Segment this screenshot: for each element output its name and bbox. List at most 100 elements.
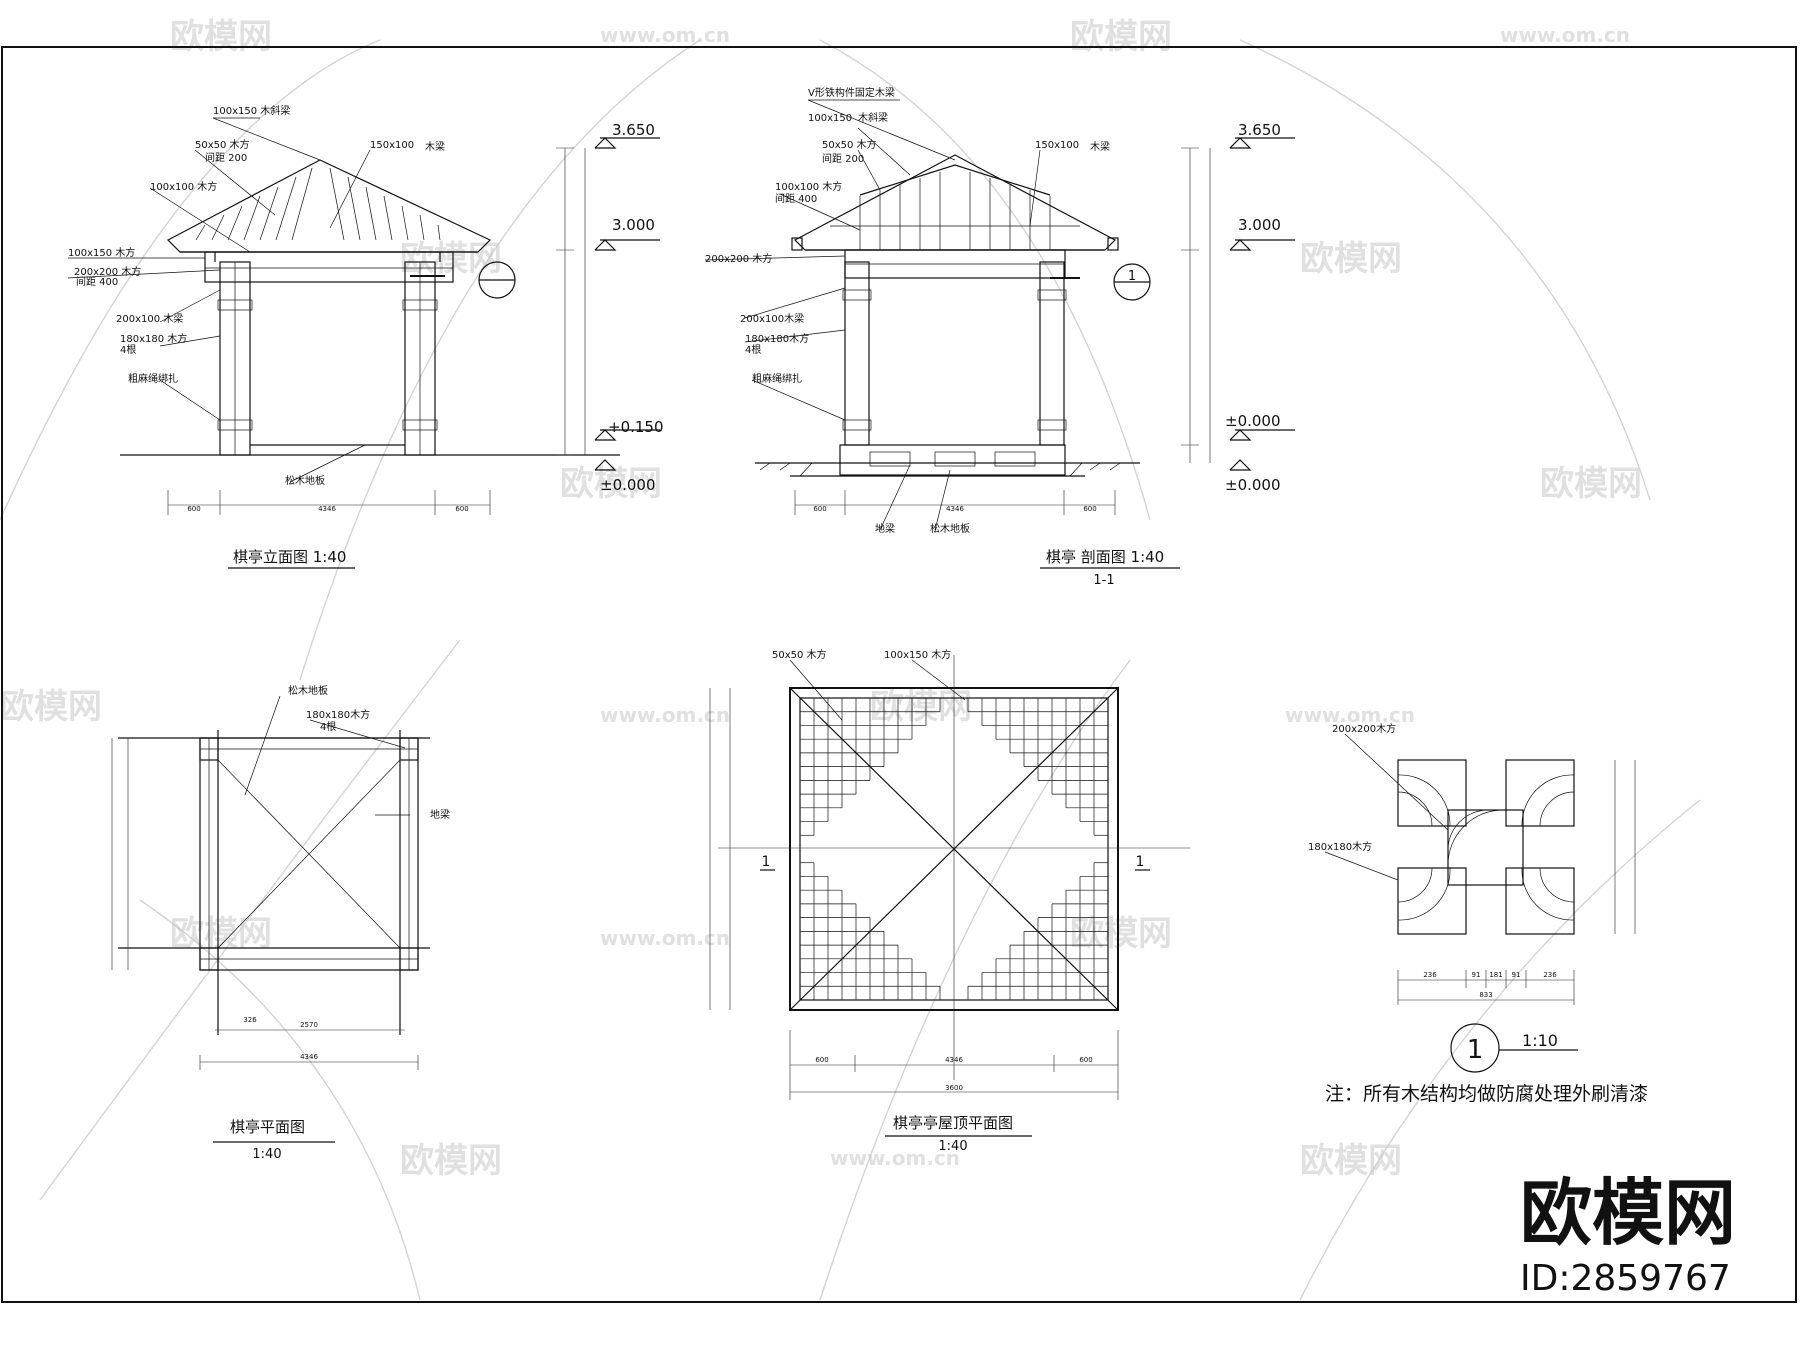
callout-label: 150x100 [370, 140, 414, 151]
dim-label: 4346 [300, 1053, 318, 1061]
watermark-brand: 欧模网 [170, 17, 272, 57]
callout-label: 4根 [320, 720, 336, 733]
plan-view: 326 2570 4346 松木地板 180x180木方 4根 地梁 棋亭平面图… [111, 684, 450, 1162]
callout-label: 50x50 木方 [772, 648, 827, 661]
callout-label: 松木地板 [288, 684, 328, 697]
watermark-brand: 欧模网 [400, 239, 502, 279]
elevation-view: 600 4346 600 3.650 3.000 +0.150 ±0.000 [67, 104, 664, 569]
view-title: 棋亭亭屋顶平面图 [893, 1114, 1013, 1132]
callout-label: 50x50 木方 [822, 138, 877, 151]
callout-label: 200x200 木方 [705, 252, 772, 265]
callout-label: 100x150 木斜梁 [213, 104, 290, 117]
detail-marker-label: 1 [1467, 1035, 1484, 1065]
roof-hatch [800, 698, 1108, 1000]
view-scale: 1:40 [938, 1139, 967, 1154]
roof-plan-view: 1 1 600 4346 600 3600 50x50 木方 100x150 木… [709, 648, 1190, 1154]
post-detail-view: 236 91 181 91 236 833 200x200木方 180x180木… [1308, 722, 1648, 1105]
callout-label: 50x50 木方 [195, 138, 250, 151]
watermark-url: www.om.cn [600, 703, 730, 727]
watermark-brand: 欧模网 [1070, 17, 1172, 57]
watermark-url: www.om.cn [830, 1146, 960, 1170]
view-subtitle: 1-1 [1093, 573, 1114, 588]
callout-label: 180x180 木方 [120, 332, 187, 345]
level-label: ±0.000 [1225, 412, 1281, 430]
callout-label: 180x180木方 [1308, 840, 1372, 853]
level-label: 3.000 [1238, 216, 1281, 234]
callout-label: 150x100 [1035, 140, 1079, 151]
watermark-brand: 欧模网 [560, 464, 662, 504]
callout-label: 180x180木方 [745, 332, 809, 345]
dim-label: 600 [813, 505, 826, 513]
section-mark: 1 [1136, 854, 1145, 870]
level-label: 3.650 [612, 121, 655, 139]
callout-label: 间距 400 [76, 275, 118, 288]
section-view: 600 4346 600 3.650 3.000 ±0.000 ±0.000 1 [704, 86, 1295, 588]
callout-label: 地梁 [430, 808, 450, 821]
sheet-frame [1, 46, 1797, 1303]
watermark-url: www.om.cn [1500, 23, 1630, 47]
watermark-brand: 欧模网 [870, 687, 972, 727]
view-title: 棋亭 剖面图 1:40 [1046, 548, 1164, 566]
level-label: 3.000 [612, 216, 655, 234]
watermark-brand: 欧模网 [1300, 239, 1402, 279]
callout-label: 间距 200 [205, 151, 247, 164]
callout-label: 100x150 木方 [68, 246, 135, 259]
callout-label: 粗麻绳绑扎 [128, 372, 178, 385]
callout-label: 100x100 木方 [150, 180, 217, 193]
level-label: ±0.000 [600, 476, 656, 494]
dim-label: 4346 [318, 505, 336, 513]
callout-label: 180x180木方 [306, 708, 370, 721]
watermark-brand: 欧模网 [400, 1141, 502, 1181]
dim-label: 326 [243, 1016, 257, 1024]
callout-label: 间距 400 [775, 192, 817, 205]
callout-label: 木斜梁 [858, 111, 888, 124]
callout-label: 100x100 木方 [775, 180, 842, 193]
view-title: 棋亭立面图 1:40 [233, 548, 346, 566]
callout-label: 4根 [745, 343, 761, 356]
section-mark: 1 [762, 854, 771, 870]
callout-label: 粗麻绳绑扎 [752, 372, 802, 385]
callout-label: 200x200木方 [1332, 722, 1396, 735]
watermark-top: 欧模网 www.om.cn 欧模网 www.om.cn 欧模网 欧模网 欧模网 … [0, 17, 1642, 1181]
watermark-brand: 欧模网 [1300, 1141, 1402, 1181]
watermark-url: www.om.cn [1285, 703, 1415, 727]
callout-label: 200x100 木梁 [116, 312, 183, 325]
section-marker-label: 1 [1128, 269, 1136, 284]
callout-label: 间距 200 [822, 152, 864, 165]
callout-label: 4根 [120, 343, 136, 356]
watermark-brand: 欧模网 [1540, 464, 1642, 504]
dim-label: 600 [455, 505, 468, 513]
dim-label: 3600 [945, 1084, 963, 1092]
level-label: 3.650 [1238, 121, 1281, 139]
dim-label: 2570 [300, 1021, 318, 1029]
view-title: 棋亭平面图 [230, 1118, 305, 1136]
general-note: 注：所有木结构均做防腐处理外刷清漆 [1325, 1083, 1648, 1105]
watermark-arcs [0, 39, 1701, 1301]
level-label: ±0.000 [1225, 476, 1281, 494]
callout-label: 木梁 [425, 140, 445, 153]
callout-label: 松木地板 [285, 474, 325, 487]
dim-label: 236 [1423, 971, 1437, 979]
level-label: +0.150 [608, 418, 664, 436]
brand-logo: 欧模网 ID:2859767 [1520, 1171, 1736, 1299]
watermark-url: www.om.cn [600, 926, 730, 950]
detail-marker [1450, 1023, 1500, 1073]
dim-label: 600 [1079, 1056, 1092, 1064]
detail-scale: 1:10 [1522, 1031, 1558, 1050]
dim-label: 236 [1543, 971, 1557, 979]
watermark-brand: 欧模网 [170, 914, 272, 954]
callout-label: 100x150 [808, 113, 852, 124]
dim-label: 600 [1083, 505, 1096, 513]
dim-label: 91 [1472, 971, 1481, 979]
watermark-brand: 欧模网 [0, 687, 102, 727]
callout-label: 100x150 木方 [884, 648, 951, 661]
dim-label: 600 [187, 505, 200, 513]
callout-label: V形铁构件固定木梁 [808, 86, 895, 99]
callout-label: 200x100木梁 [740, 312, 804, 325]
callout-label: 200x200 木方 [74, 265, 141, 278]
callout-label: 松木地板 [930, 522, 970, 535]
view-scale: 1:40 [252, 1147, 281, 1162]
dim-label: 4346 [945, 1056, 963, 1064]
dim-label: 833 [1479, 991, 1492, 999]
